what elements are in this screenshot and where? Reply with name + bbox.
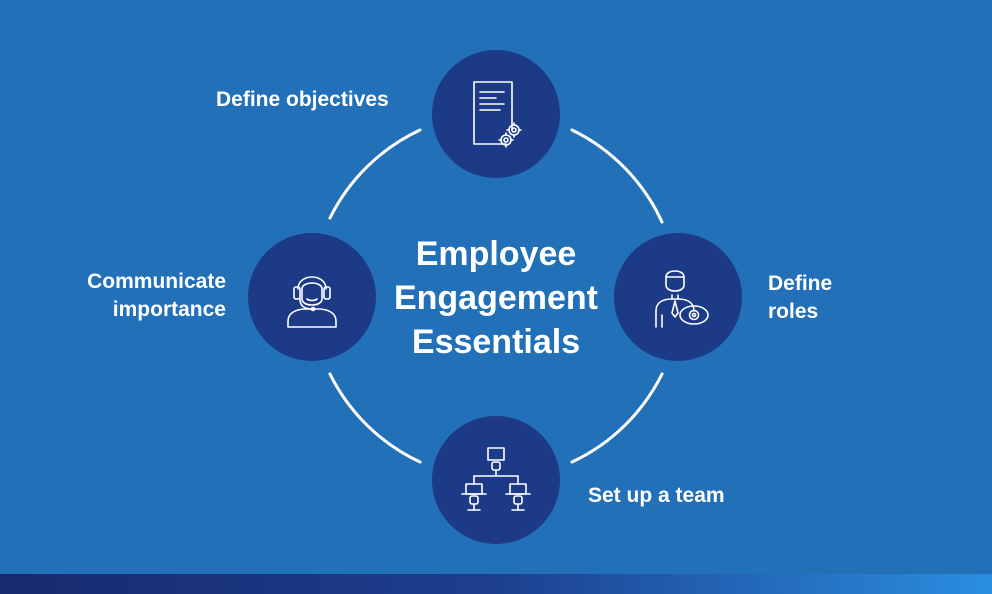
footer-gradient-bar: [0, 574, 992, 594]
ring-arc-bottom-right: [570, 372, 664, 464]
node-define-roles: [614, 233, 742, 361]
title-line: Engagement: [393, 279, 599, 317]
step-label-line: Communicate: [87, 270, 226, 293]
step-label-line: importance: [112, 298, 226, 321]
node-communicate-importance: [248, 233, 376, 361]
person-eye-icon: [655, 270, 709, 328]
step-label-define-objectives: Define objectives: [216, 86, 389, 114]
ring-arc-top-right: [570, 128, 664, 224]
title-line: Essentials: [411, 323, 581, 361]
node-set-up-a-team: [432, 416, 560, 544]
document-gear-icon: [473, 81, 522, 148]
node-define-objectives: [432, 50, 560, 178]
step-label-set-up-a-team: Set up a team: [588, 482, 725, 510]
title-line: Employee: [415, 235, 577, 273]
step-label-line: roles: [768, 300, 819, 323]
headset-person-icon: [287, 276, 337, 328]
diagram-title: Employee Engagement Essentials: [366, 232, 626, 364]
ring-arc-bottom-left: [328, 372, 422, 464]
step-label-line: Define objectives: [216, 88, 389, 111]
step-label-line: Define: [768, 272, 833, 295]
step-label-line: Set up a team: [588, 484, 725, 507]
step-label-communicate-importance: Communicate importance: [78, 268, 226, 324]
ring-arc-top-left: [328, 128, 422, 220]
org-chart-icon: [461, 447, 531, 511]
step-label-define-roles: Define roles: [768, 270, 832, 326]
